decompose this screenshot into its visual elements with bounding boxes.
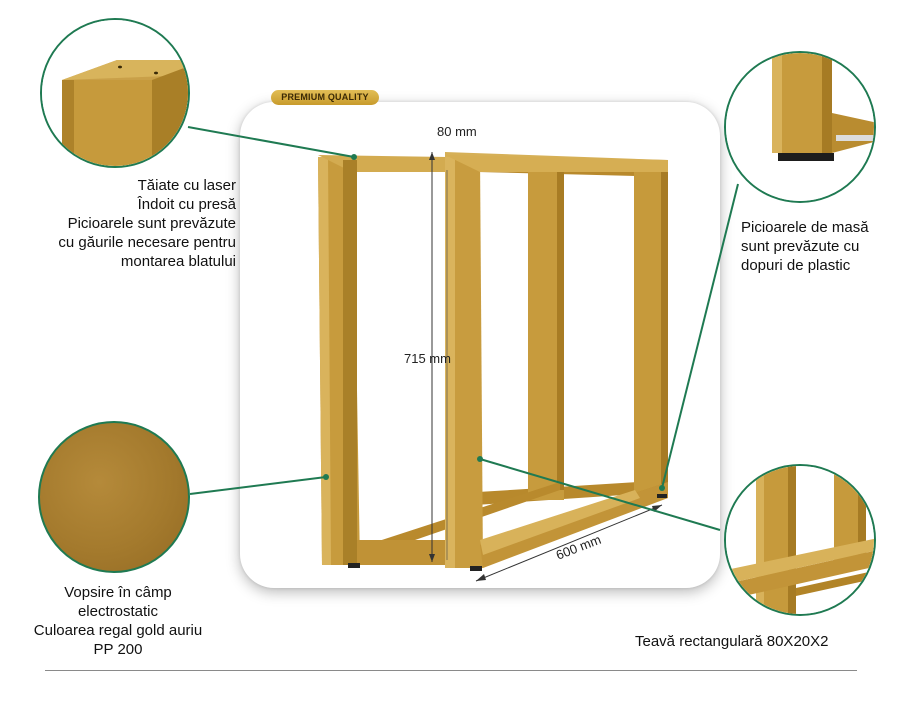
caption-line: Tăiate cu laser	[137, 177, 236, 194]
caption-line: Picioarele sunt prevăzute	[67, 215, 236, 232]
detail-circle-plastic-caps	[724, 51, 876, 203]
caption-line: cu găurile necesare pentru	[58, 234, 236, 251]
divider-line	[45, 670, 857, 671]
caption-paint: Vopsire în câmp electrostatic Culoarea r…	[0, 583, 236, 659]
caption-line: Teavă rectangulară 80X20X2	[635, 633, 829, 650]
caption-line: dopuri de plastic	[741, 257, 851, 274]
detail-circle-corner-holes	[40, 18, 190, 168]
caption-line: Culoarea regal gold auriu	[33, 622, 203, 639]
callout-lines	[187, 126, 739, 531]
caption-line: electrostatic	[77, 603, 159, 620]
caption-line: Îndoit cu presă	[137, 196, 236, 213]
foot-cap	[470, 566, 482, 571]
caption-line: Picioarele de masă	[741, 219, 869, 236]
caption-laser-cut: Tăiate cu laser Îndoit cu presă Picioare…	[8, 176, 236, 271]
caption-line: sunt prevăzute cu	[741, 238, 860, 255]
caption-line: Vopsire în câmp	[64, 584, 172, 601]
left-leg-frame	[318, 155, 448, 565]
caption-line: PP 200	[93, 641, 143, 658]
width-label: 80 mm	[437, 124, 477, 139]
caption-plastic-caps: Picioarele de masă sunt prevăzute cu dop…	[741, 218, 900, 275]
back-leg-frame	[445, 152, 668, 507]
detail-circle-rectangular-tube	[724, 464, 876, 616]
foot-cap	[348, 563, 360, 568]
right-leg-frame	[445, 155, 668, 568]
premium-quality-badge: PREMIUM QUALITY	[271, 90, 379, 105]
height-label: 715 mm	[404, 351, 451, 366]
foot-cap	[657, 494, 667, 498]
caption-line: montarea blatului	[120, 253, 236, 270]
caption-tube: Teavă rectangulară 80X20X2	[635, 632, 895, 651]
detail-circle-paint-texture	[38, 421, 190, 573]
height-dimension: 715 mm	[404, 152, 451, 562]
width-dimension: 80 mm	[437, 124, 477, 139]
